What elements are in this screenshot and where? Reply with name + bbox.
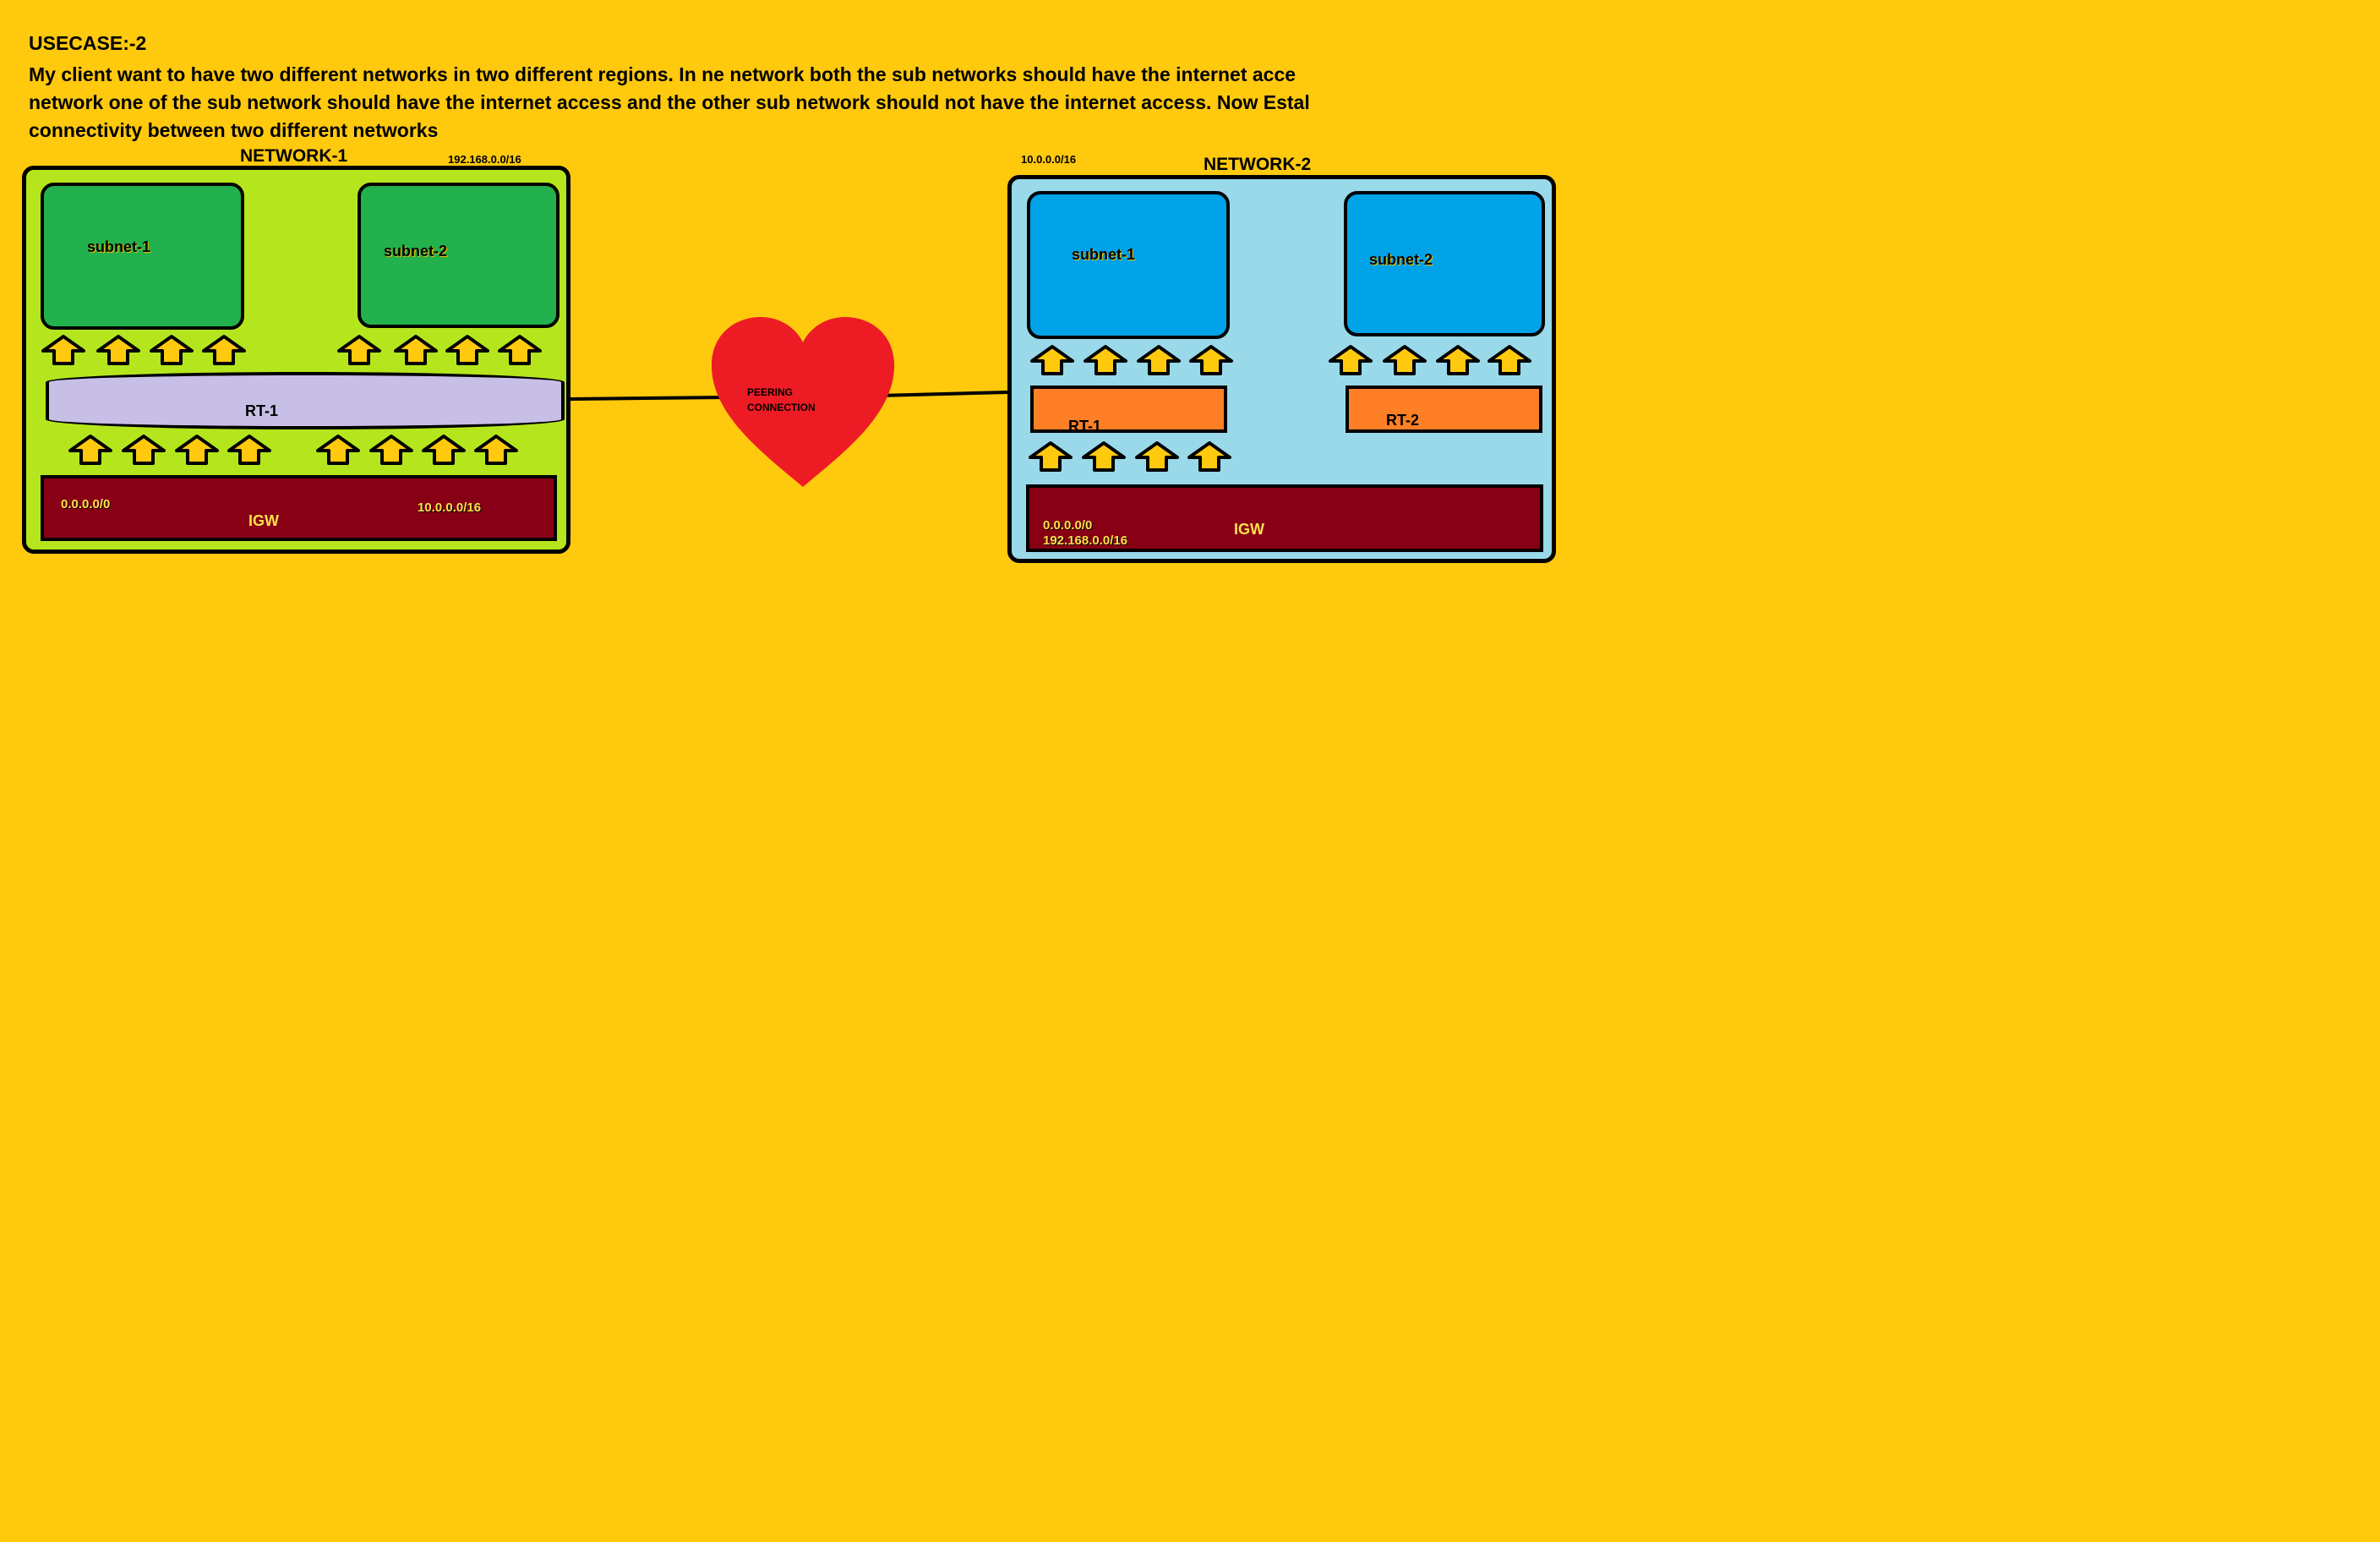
network2-igw-route-2: 192.168.0.0/16 (1043, 533, 1128, 548)
usecase-title: USECASE:-2 (29, 32, 147, 54)
peering-line-right (878, 391, 1008, 397)
up-arrow-icon (96, 335, 140, 365)
arrow-group (41, 335, 1531, 472)
up-arrow-icon (316, 435, 360, 465)
network2-cidr: 10.0.0.0/16 (1021, 153, 1077, 166)
description-line-2: network one of the sub network should ha… (29, 91, 1310, 113)
network1-title: NETWORK-1 (240, 146, 348, 166)
up-arrow-icon (1030, 345, 1074, 375)
network2-igw-label: IGW (1234, 521, 1264, 538)
network1-subnet-1-label: subnet-1 (87, 238, 151, 255)
network1-route-table (46, 372, 565, 429)
peering-connection-heart-icon (711, 317, 895, 487)
up-arrow-icon (498, 335, 542, 365)
network1-cidr: 192.168.0.0/16 (448, 153, 521, 166)
up-arrow-icon (1436, 345, 1480, 375)
description-line-3: connectivity between two different netwo… (29, 119, 439, 141)
network1-subnet-1 (41, 183, 244, 330)
up-arrow-icon (1189, 345, 1233, 375)
peering-connection-label: PEERING CONNECTION (747, 385, 816, 415)
network1-igw-route-2: 10.0.0.0/16 (418, 500, 482, 515)
up-arrow-icon (337, 335, 381, 365)
peering-label-line-2: CONNECTION (747, 402, 816, 413)
up-arrow-icon (394, 335, 438, 365)
peering-label-line-1: PEERING (747, 386, 794, 398)
usecase-description: My client want to have two different net… (29, 61, 1322, 145)
up-arrow-icon (227, 435, 271, 465)
up-arrow-icon (202, 335, 246, 365)
up-arrow-icon (1082, 441, 1126, 472)
network2-route-table-1-label: RT-1 (1068, 418, 1102, 435)
network2-route-table-2 (1346, 386, 1542, 433)
up-arrow-icon (1329, 345, 1373, 375)
up-arrow-icon (150, 335, 194, 365)
network1-subnet-2 (358, 183, 560, 328)
up-arrow-icon (1383, 345, 1427, 375)
peering-line-left (570, 396, 728, 401)
up-arrow-icon (41, 335, 85, 365)
network1-igw-route-1: 0.0.0.0/0 (61, 497, 111, 511)
network2-igw (1026, 484, 1543, 552)
network2-subnet-2 (1344, 191, 1545, 336)
network2-subnet-1-label: subnet-1 (1072, 246, 1136, 263)
network1-igw-label: IGW (248, 512, 279, 529)
up-arrow-icon (122, 435, 166, 465)
up-arrow-icon (1135, 441, 1179, 472)
network2-subnet-2-label: subnet-2 (1369, 251, 1433, 268)
network2-igw-route-1: 0.0.0.0/0 (1043, 518, 1093, 533)
up-arrow-icon (369, 435, 413, 465)
up-arrow-icon (1137, 345, 1181, 375)
up-arrow-icon (1029, 441, 1073, 472)
network2-route-table-1 (1030, 386, 1227, 433)
network2-subnet-1 (1027, 191, 1230, 339)
up-arrow-icon (1488, 345, 1531, 375)
network1-route-table-label: RT-1 (245, 402, 279, 419)
network2-title: NETWORK-2 (1204, 155, 1312, 174)
up-arrow-icon (175, 435, 219, 465)
up-arrow-icon (422, 435, 466, 465)
description-line-1: My client want to have two different net… (29, 63, 1296, 85)
network1-subnet-2-label: subnet-2 (384, 243, 448, 260)
up-arrow-icon (474, 435, 518, 465)
up-arrow-icon (68, 435, 112, 465)
network1-igw (41, 475, 557, 541)
network2-route-table-2-label: RT-2 (1386, 412, 1420, 429)
up-arrow-icon (445, 335, 489, 365)
up-arrow-icon (1084, 345, 1127, 375)
up-arrow-icon (1187, 441, 1231, 472)
